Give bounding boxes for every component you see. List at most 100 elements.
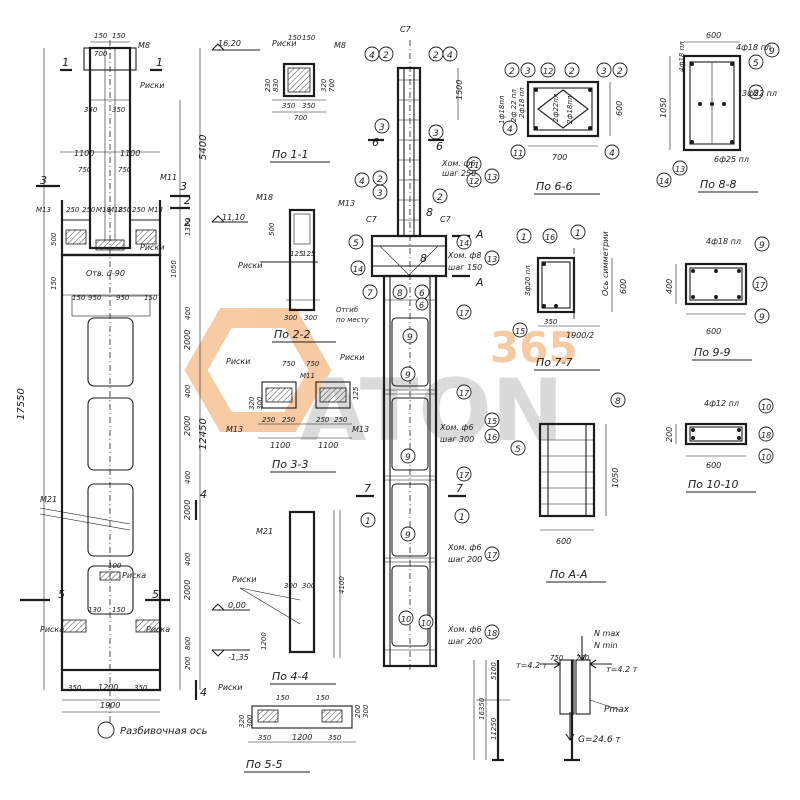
bubble-17d: [484, 546, 500, 562]
bubble-9a-text: 9: [407, 333, 413, 343]
section-8-8: 9 5 8 13 14 4ф18 пл 3ф22 пл 6ф25 пл 4ф18…: [656, 31, 780, 193]
dim-top-700: 700: [94, 50, 108, 58]
bubble-9c: [400, 448, 416, 464]
s11-risk: Риски: [272, 39, 296, 48]
s44-title: По 4-4: [272, 670, 308, 683]
s66-rebar1: 2ф 22 пл: [510, 89, 518, 122]
s88-b2: 5: [753, 59, 759, 69]
s66-rebar4: 2ф22пл: [552, 93, 560, 122]
s55-dim-350b: 350: [328, 734, 342, 742]
rebar-bubbles: 4 2 2 4 3 3 4 2 3 2 11 12 13 14 14 7 8 6…: [348, 46, 500, 640]
dim-250-c: 250: [118, 206, 132, 214]
bubble-13a: [484, 250, 500, 266]
label-c7-left: С7: [366, 215, 378, 224]
s55-dim-150b: 150: [316, 694, 330, 702]
section-3-3: Риски Риски 750 750 М11 М13 М13 250 250 …: [226, 353, 369, 473]
load-dim-5100: 5100: [490, 662, 498, 680]
s33-dim-300: 300: [256, 396, 264, 410]
s99-rebar: 4ф18 пл: [706, 237, 741, 246]
dim-950-b: 950: [116, 294, 130, 302]
load-t-right: т=4.2 т: [606, 665, 638, 674]
s22-note1: Отгиб: [336, 306, 359, 314]
load-nmax: N max: [594, 629, 620, 638]
s11-dim-320: 320: [320, 78, 328, 92]
bubble-16: [484, 428, 500, 444]
s88-dim-600: 600: [706, 31, 721, 40]
total-height: 17550: [16, 388, 27, 420]
bubble-5-text: 5: [353, 239, 359, 249]
bubble-9b: [400, 366, 416, 382]
saa-dim-1050: 1050: [611, 468, 620, 488]
s66-dim-700: 700: [552, 153, 567, 162]
s33-m11: М11: [300, 372, 315, 380]
s66-b6: 2: [617, 67, 623, 77]
s99-title: По 9-9: [694, 346, 730, 359]
step-1: шаг 250: [442, 169, 476, 178]
bubble-9c-text: 9: [405, 453, 411, 463]
clamp-4: Хом. ф6: [447, 543, 481, 552]
s55-dim-300v: 300: [362, 704, 370, 718]
s55-dim-1200: 1200: [292, 733, 312, 742]
dim-base-1900: 1900: [100, 701, 120, 710]
s99-dim-600: 600: [706, 327, 721, 336]
dim-150-v: 150: [50, 276, 58, 290]
s22-dim-125a: 125: [290, 250, 304, 258]
bubble-2a-text: 2: [383, 51, 389, 61]
bubble-17d-text: 17: [487, 551, 498, 560]
load-dim-11250: 11250: [490, 717, 498, 740]
s88-rebar3: 6ф25 пл: [714, 155, 749, 164]
s11-dim-700: 700: [294, 114, 308, 122]
load-nmin: N min: [594, 641, 618, 650]
s55-dim-150a: 150: [276, 694, 290, 702]
s44-dim-300a: 300: [284, 582, 298, 590]
bubble-4b-text: 4: [447, 51, 453, 61]
bubble-9d-text: 9: [405, 531, 411, 541]
bubble-3b: [428, 124, 444, 140]
dim-150-b: 150: [144, 294, 158, 302]
level-135: -1,35: [228, 653, 249, 662]
dim-base-1200: 1200: [98, 683, 118, 692]
s66-b3: 12: [543, 67, 553, 76]
s77-dim-600: 600: [619, 279, 628, 294]
section-9-9: 9 17 9 4ф18 пл 400 600 По 9-9: [665, 236, 770, 361]
mark-m21: М21: [40, 495, 57, 504]
load-dim-16350: 16350: [478, 697, 486, 720]
s33-title: По 3-3: [272, 458, 308, 471]
dim-500: 500: [50, 232, 58, 246]
s66-rebar5: 2ф18пл: [566, 95, 574, 124]
bubble-17c-text: 17: [459, 471, 470, 480]
bubble-2d-text: 2: [437, 193, 443, 203]
cut-3-right: 3: [180, 180, 187, 193]
dim-base-350-b: 350: [134, 684, 148, 692]
bubble-12: [466, 172, 482, 188]
cut-5-left: 5: [58, 588, 65, 601]
s11-dim-350b: 350: [302, 102, 316, 110]
s11-mark: М8: [334, 41, 346, 50]
bubble-2d: [432, 188, 448, 204]
bubble-16-text: 16: [487, 433, 497, 442]
s33-dim-250a: 250: [262, 416, 276, 424]
main-elevation: [20, 40, 260, 739]
s99-dim-400: 400: [665, 279, 674, 294]
bubble-17c: [456, 466, 472, 482]
load-pmax: Pmax: [604, 705, 630, 715]
load-scheme: N max N min т=4.2 т т=4.2 т Pmax G=24.6 …: [473, 629, 638, 762]
dim-750-b: 750: [118, 166, 132, 174]
s77-axis: Ось симметрии: [601, 231, 610, 296]
s22-dim-300a: 300: [284, 314, 298, 322]
cut-6-right: 6: [436, 140, 443, 153]
main-elevation-labels: 17550 12450 5400 16,20 11,10 0,00 -1,35 …: [16, 32, 249, 737]
dim-2000-c: 2000: [183, 500, 192, 520]
saa-title: По А-А: [550, 568, 588, 581]
cut-2-a: 2: [184, 194, 191, 207]
bubble-14b: [350, 260, 366, 276]
cut-5-right: 5: [152, 588, 159, 601]
axis-label: Разбивочная ось: [120, 725, 208, 737]
s55-dim-320: 320: [238, 714, 246, 728]
s1010-title: По 10-10: [688, 478, 738, 491]
s88-b3: 8: [753, 89, 759, 99]
s77-b4: 15: [515, 327, 525, 336]
s1010-b2: 18: [761, 431, 771, 440]
dim-750-a: 750: [78, 166, 92, 174]
